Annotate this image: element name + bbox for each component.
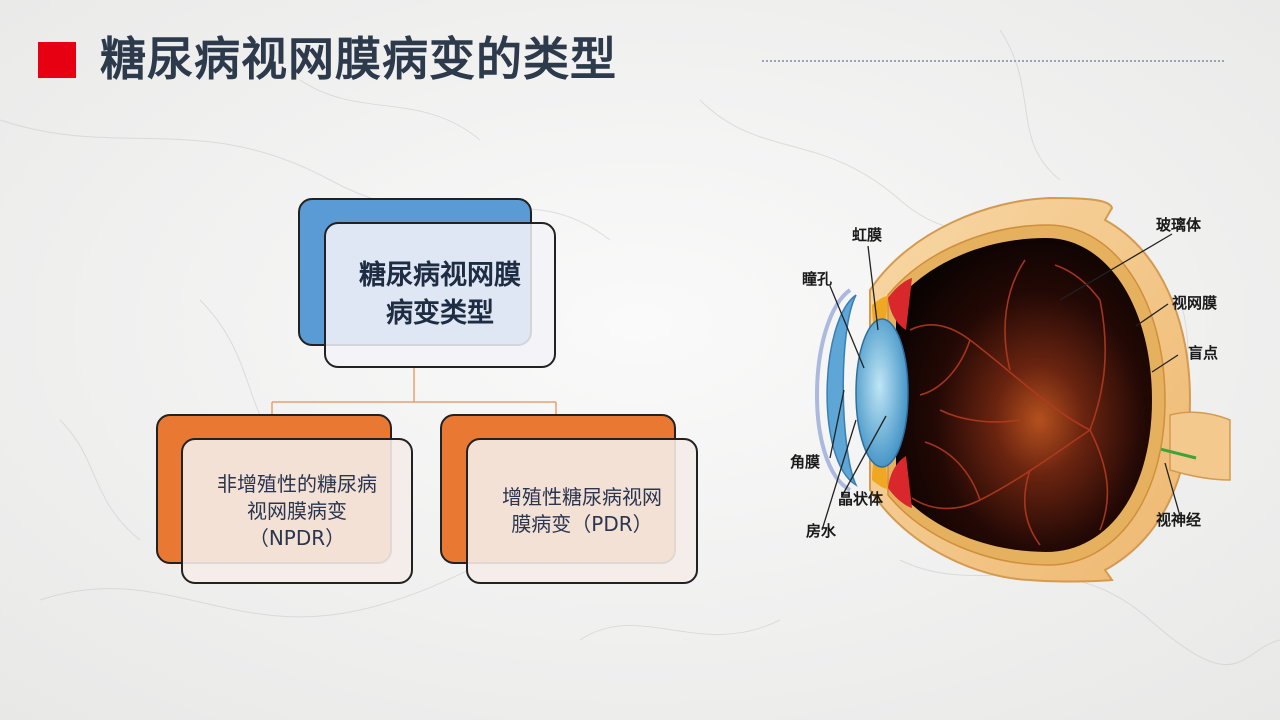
pdr-node-line-1: 增殖性糖尿病视网 <box>502 485 662 509</box>
title-divider <box>762 60 1224 62</box>
root-node-card: 糖尿病视网膜 病变类型 <box>324 222 556 368</box>
label-cornea: 角膜 <box>790 453 820 471</box>
root-node-line-2: 病变类型 <box>386 298 494 329</box>
label-aqueous-humor: 房水 <box>806 522 837 540</box>
label-pupil: 瞳孔 <box>802 270 832 288</box>
label-blind-spot: 盲点 <box>1188 344 1218 362</box>
label-lens: 晶状体 <box>838 490 884 508</box>
page-title: 糖尿病视网膜病变的类型 <box>100 32 617 86</box>
pdr-node-card: 增殖性糖尿病视网 膜病变（PDR） <box>466 438 698 584</box>
npdr-node-line-2: 视网膜病变 <box>247 498 347 523</box>
label-retina: 视网膜 <box>1172 294 1217 312</box>
npdr-node-card: 非增殖性的糖尿病 视网膜病变 （NPDR） <box>181 438 413 584</box>
retinal-vessels <box>909 259 1109 546</box>
optic-nerve-sheath <box>1169 411 1231 481</box>
npdr-node-line-3: （NPDR） <box>248 525 346 550</box>
label-optic-nerve: 视神经 <box>1156 511 1201 529</box>
pdr-node-line-2: 膜病变（PDR） <box>511 512 653 536</box>
vitreous-chamber <box>896 238 1152 552</box>
eye-anatomy-illustration: 虹膜 瞳孔 玻璃体 视网膜 盲点 角膜 晶状体 房水 视神经 <box>790 196 1231 583</box>
label-vitreous: 玻璃体 <box>1156 216 1202 234</box>
cornea-outer <box>815 288 852 492</box>
root-node-line-1: 糖尿病视网膜 <box>359 260 521 291</box>
ciliary-body-upper <box>888 278 912 330</box>
title-marker <box>38 42 76 78</box>
label-iris: 虹膜 <box>852 226 882 244</box>
npdr-node-line-1: 非增殖性的糖尿病 <box>217 471 377 496</box>
cornea <box>826 294 858 487</box>
lens <box>855 318 909 468</box>
ciliary-body-lower <box>888 456 912 508</box>
